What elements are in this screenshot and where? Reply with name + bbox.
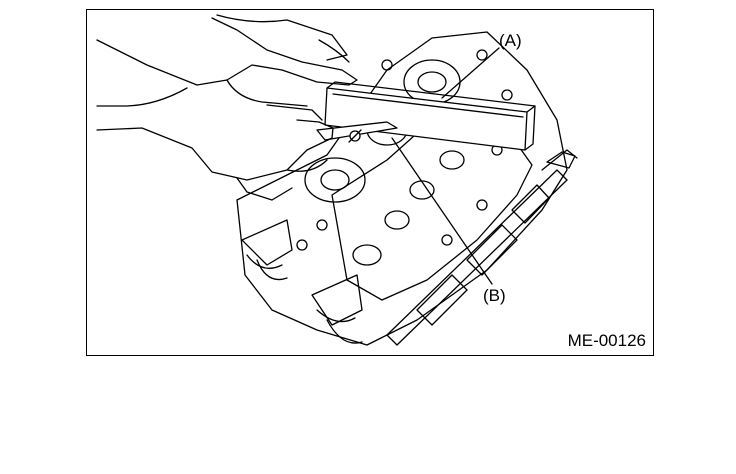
figure-frame: (A) (B) ME-00126: [86, 9, 654, 356]
straight-edge: [324, 81, 536, 151]
feeler-gauge: [316, 121, 398, 143]
callout-b-label: (B): [483, 286, 506, 305]
cylinder-head-flatness-illustration: [96, 14, 578, 346]
leader-lines: [391, 47, 500, 285]
leader-line-b: [391, 137, 493, 285]
callout-a-label: (A): [499, 31, 522, 50]
cam-journals: [241, 219, 363, 344]
cylinder-head: [236, 31, 568, 346]
figure-code: ME-00126: [567, 331, 646, 350]
leader-line-a: [441, 47, 500, 99]
hands: [96, 14, 358, 201]
manifold-flange: [386, 149, 578, 346]
